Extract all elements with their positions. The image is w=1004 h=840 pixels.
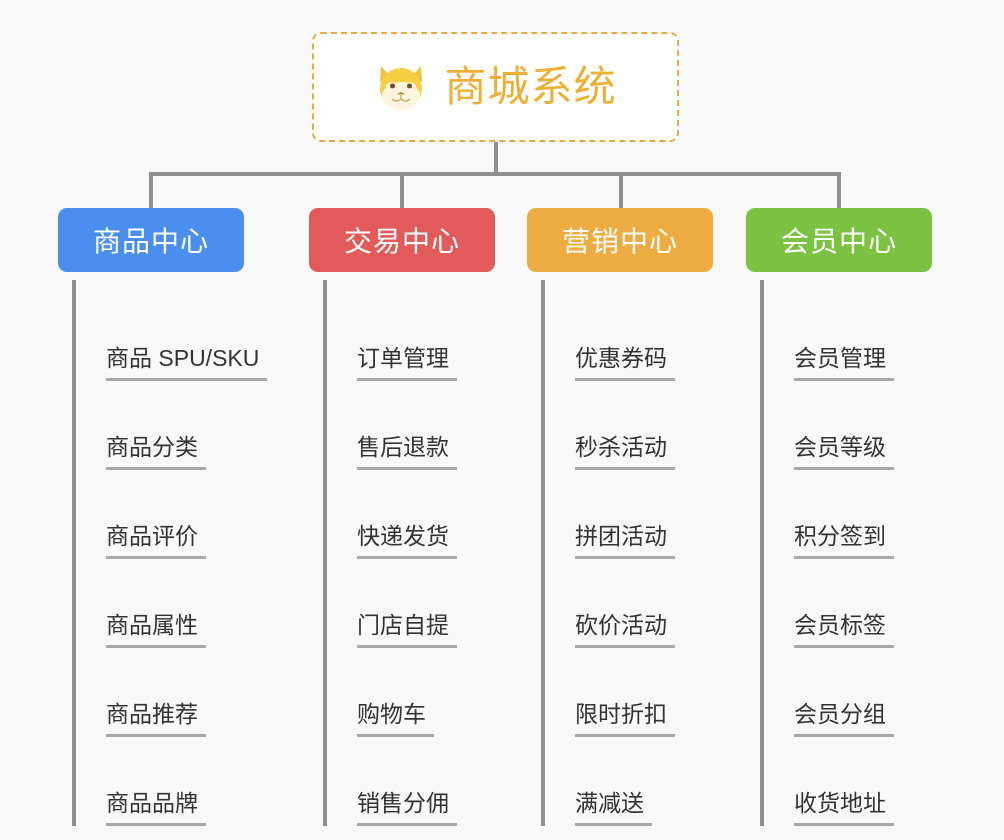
leaf-label: 拼团活动: [575, 523, 675, 559]
leaf-label: 商品分类: [106, 434, 206, 470]
branch-header-product-center[interactable]: 商品中心: [58, 208, 244, 272]
leaf-label: 砍价活动: [575, 612, 675, 648]
connector-bus-bar: [149, 172, 841, 176]
root-node-title: 商城系统: [444, 63, 617, 110]
leaf-label: 优惠券码: [575, 345, 675, 381]
list-item[interactable]: 会员标签: [764, 559, 932, 648]
list-item[interactable]: 收货地址: [764, 737, 932, 826]
leaf-label: 商品 SPU/SKU: [106, 345, 268, 381]
list-item[interactable]: 购物车: [327, 648, 495, 737]
leaf-label: 会员标签: [794, 612, 894, 648]
leaf-label: 商品属性: [106, 612, 206, 648]
branch-header-marketing-center[interactable]: 营销中心: [527, 208, 713, 272]
list-item[interactable]: 会员等级: [764, 381, 932, 470]
leaf-label: 秒杀活动: [575, 434, 675, 470]
leaf-label: 商品推荐: [106, 701, 206, 737]
list-item[interactable]: 快递发货: [327, 470, 495, 559]
connector-drop-marketing-center: [619, 172, 623, 210]
list-item[interactable]: 商品推荐: [76, 648, 244, 737]
list-item[interactable]: 商品属性: [76, 559, 244, 648]
dog-face-icon: [380, 66, 423, 110]
leaf-list-product-center: 商品 SPU/SKU 商品分类 商品评价 商品属性 商品推荐 商品品牌: [72, 280, 268, 826]
list-item[interactable]: 订单管理: [327, 292, 495, 381]
branch-header-label: 营销中心: [561, 226, 678, 257]
list-item[interactable]: 商品评价: [76, 470, 244, 559]
list-item[interactable]: 满减送: [545, 737, 713, 826]
leaf-label: 收货地址: [794, 790, 894, 826]
list-item[interactable]: 会员管理: [764, 292, 932, 381]
branch-header-trade-center[interactable]: 交易中心: [309, 208, 495, 272]
list-item[interactable]: 拼团活动: [545, 470, 713, 559]
leaf-list-marketing-center: 优惠券码 秒杀活动 拼团活动 砍价活动 限时折扣 满减送: [541, 280, 713, 826]
leaf-label: 快递发货: [357, 523, 457, 559]
leaf-label: 会员等级: [794, 434, 894, 470]
root-node-shop-system[interactable]: 商城系统: [312, 32, 679, 142]
leaf-label: 销售分佣: [357, 790, 457, 826]
leaf-label: 售后退款: [357, 434, 457, 470]
list-item[interactable]: 优惠券码: [545, 292, 713, 381]
branch-marketing-center: 营销中心 优惠券码 秒杀活动 拼团活动 砍价活动 限时折扣 满减送: [527, 208, 713, 826]
list-item[interactable]: 门店自提: [327, 559, 495, 648]
branch-header-label: 交易中心: [343, 226, 460, 257]
connector-drop-trade-center: [400, 172, 404, 210]
leaf-list-member-center: 会员管理 会员等级 积分签到 会员标签 会员分组 收货地址: [760, 280, 932, 826]
connector-drop-product-center: [149, 172, 153, 210]
branch-trade-center: 交易中心 订单管理 售后退款 快递发货 门店自提 购物车 销售分佣: [309, 208, 495, 826]
branch-header-member-center[interactable]: 会员中心: [746, 208, 932, 272]
leaf-label: 订单管理: [357, 345, 457, 381]
leaf-label: 满减送: [575, 790, 652, 826]
list-item[interactable]: 商品分类: [76, 381, 244, 470]
leaf-label: 商品品牌: [106, 790, 206, 826]
list-item[interactable]: 商品 SPU/SKU: [76, 292, 268, 381]
list-item[interactable]: 限时折扣: [545, 648, 713, 737]
list-item[interactable]: 积分签到: [764, 470, 932, 559]
list-item[interactable]: 会员分组: [764, 648, 932, 737]
branch-header-label: 商品中心: [92, 226, 209, 257]
connector-root-stem: [494, 142, 498, 174]
list-item[interactable]: 商品品牌: [76, 737, 244, 826]
connector-drop-member-center: [837, 172, 841, 210]
leaf-label: 门店自提: [357, 612, 457, 648]
leaf-label: 商品评价: [106, 523, 206, 559]
branch-product-center: 商品中心 商品 SPU/SKU 商品分类 商品评价 商品属性 商品推荐 商品品牌: [58, 208, 268, 826]
branch-header-label: 会员中心: [780, 226, 897, 257]
leaf-label: 购物车: [357, 701, 434, 737]
list-item[interactable]: 销售分佣: [327, 737, 495, 826]
list-item[interactable]: 砍价活动: [545, 559, 713, 648]
leaf-list-trade-center: 订单管理 售后退款 快递发货 门店自提 购物车 销售分佣: [323, 280, 495, 826]
leaf-label: 积分签到: [794, 523, 894, 559]
list-item[interactable]: 售后退款: [327, 381, 495, 470]
list-item[interactable]: 秒杀活动: [545, 381, 713, 470]
leaf-label: 会员管理: [794, 345, 894, 381]
leaf-label: 限时折扣: [575, 701, 675, 737]
leaf-label: 会员分组: [794, 701, 894, 737]
branch-member-center: 会员中心 会员管理 会员等级 积分签到 会员标签 会员分组 收货地址: [746, 208, 932, 826]
